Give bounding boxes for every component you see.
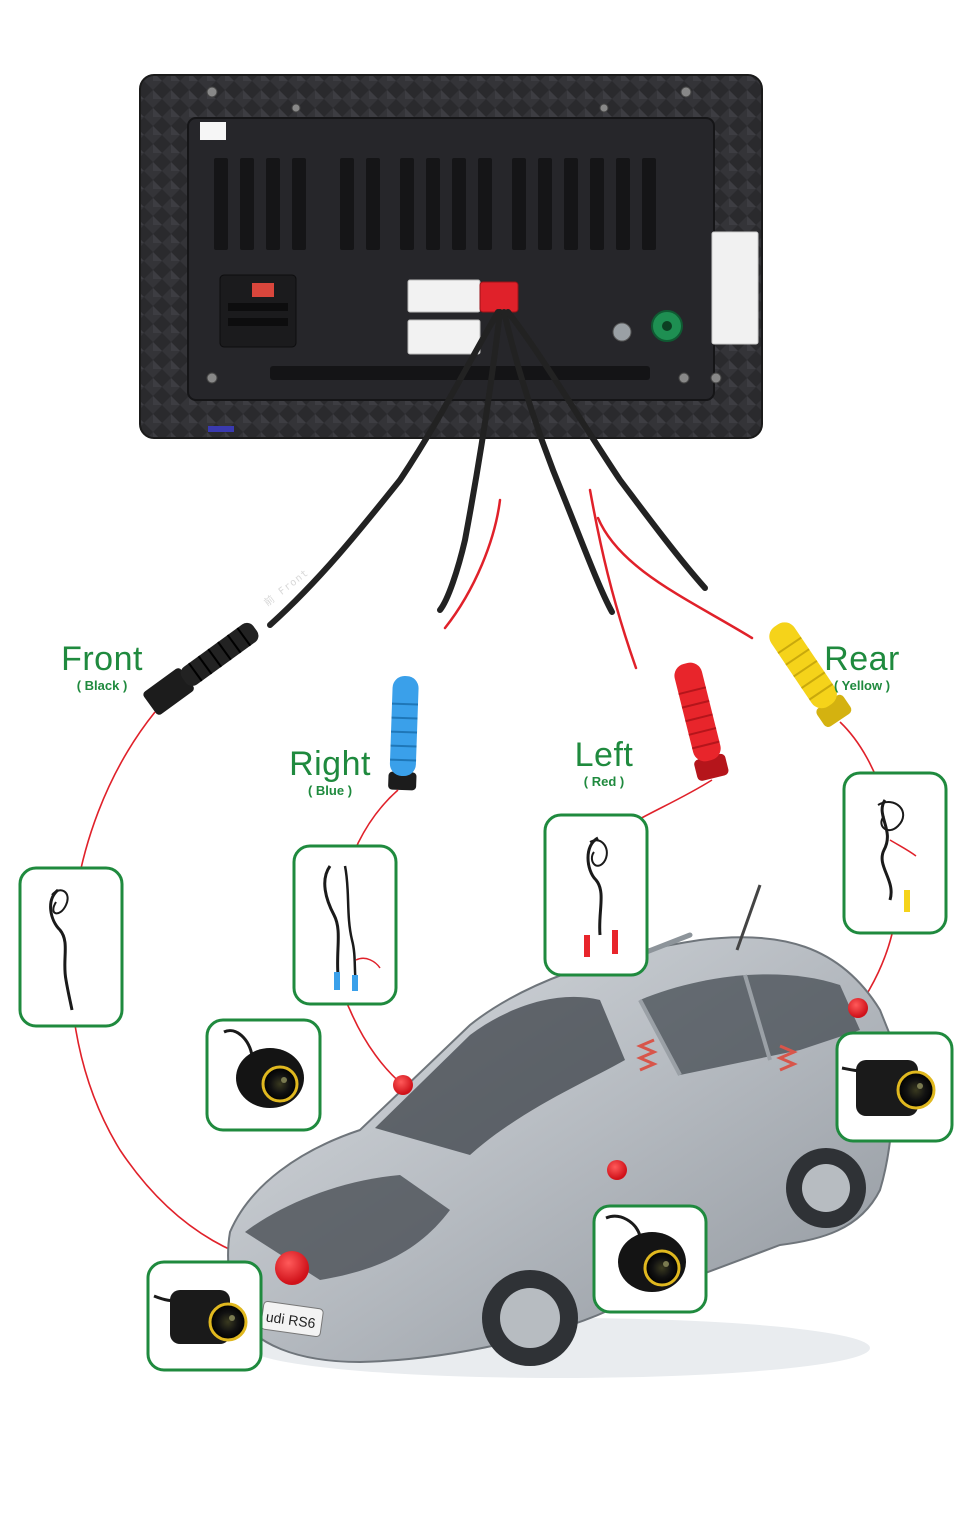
cable-right [437, 309, 503, 613]
camera-lens-icon [208, 1302, 248, 1342]
antenna-jack [612, 322, 632, 342]
label-rear-color: ( Yellow ) [833, 678, 891, 693]
heat-sink [214, 158, 656, 250]
car-plate-text: udi RS6 [265, 1308, 317, 1331]
label-front-name: Front [61, 640, 143, 678]
label-right-color: ( Blue ) [307, 783, 353, 798]
label-left-color: ( Red ) [583, 774, 625, 789]
mount-dot-front [275, 1251, 309, 1285]
cable-bundle [267, 309, 708, 628]
serial-sticker [711, 231, 759, 345]
car-side-windows [640, 974, 860, 1075]
label-right-name: Right [289, 745, 371, 783]
cable-left [501, 309, 615, 615]
trigger-wires [443, 488, 754, 670]
camera-lens-icon [643, 1249, 681, 1287]
label-rear-name: Rear [824, 640, 900, 678]
label-right: Right ( Blue ) [270, 745, 390, 799]
camera-box-right [205, 1018, 322, 1132]
cable-coil-icon [586, 836, 603, 936]
car-windshield [375, 996, 625, 1155]
mount-dot-rear [848, 998, 868, 1018]
camera-harness-connector [479, 281, 519, 313]
label-left: Left ( Red ) [544, 736, 664, 790]
cable-coil-icon [323, 865, 340, 976]
plug-left [674, 662, 729, 781]
camera-lens-icon [896, 1070, 936, 1110]
cable-front [267, 309, 501, 628]
car-antenna [735, 884, 762, 951]
camera-box-front [146, 1260, 263, 1372]
head-unit [139, 74, 763, 439]
cable-box-left [543, 813, 649, 977]
camera-box-rear [835, 1031, 954, 1143]
cable-coil-icon [49, 888, 74, 1011]
cable-box-rear [842, 771, 948, 935]
car-illustration: udi RS6 [227, 884, 894, 1378]
plug-front [143, 622, 259, 715]
mount-dot-left [607, 1160, 627, 1180]
plug-rear [769, 622, 852, 728]
cable-box-right [292, 844, 398, 1006]
camera-box-left [592, 1204, 708, 1314]
mount-dot-right [393, 1075, 413, 1095]
white-connector-bottom [407, 319, 481, 355]
label-rear: Rear ( Yellow ) [802, 640, 922, 694]
plug-right [388, 676, 419, 791]
cable-box-front [18, 866, 124, 1028]
label-front-color: ( Black ) [76, 678, 128, 693]
white-connector-top [407, 279, 481, 313]
cable-rear [505, 309, 708, 591]
label-left-name: Left [574, 736, 634, 774]
camera-lens-icon [261, 1065, 299, 1103]
cable-coil-icon [880, 799, 893, 901]
label-front: Front ( Black ) [42, 640, 162, 694]
